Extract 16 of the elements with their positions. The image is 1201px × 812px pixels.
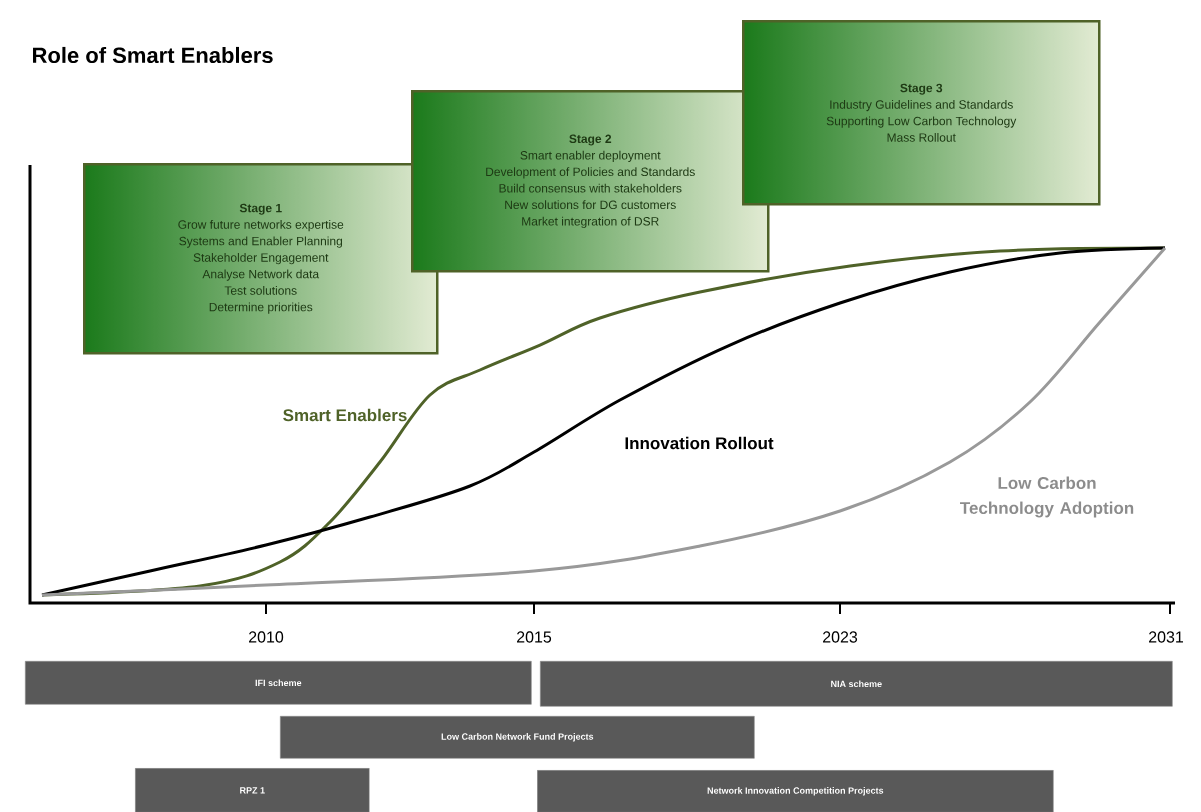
stage-box: Stage 2 Smart enabler deployment Development of Policies and Standards Build consensus with stakeholders New solutions for DG customers Market integration of DSR	[411, 90, 770, 273]
timeline-bar: RPZ 1	[135, 768, 370, 812]
timeline-bar: IFI scheme	[25, 661, 532, 705]
tick-label: 2023	[823, 631, 858, 643]
tick-label: 2010	[249, 631, 284, 643]
title: Role of Smart Enablers	[33, 46, 273, 64]
curve-label: Low Carbon Technology Adoption	[960, 476, 1134, 518]
curve-label: Smart Enablers	[283, 408, 407, 422]
curve-label: Innovation Rollout	[625, 436, 774, 450]
tick-label: 2015	[517, 631, 552, 643]
tick-label: 2031	[1149, 631, 1183, 643]
stage-box: Stage 1 Grow future networks expertise Systems and Enabler Planning Stakeholder Engagement Analyse Network data Test solutions Determine priorities	[83, 163, 439, 355]
stage-box: Stage 3 Industry Guidelines and Standards Supporting Low Carbon Technology Mass Rollout	[742, 20, 1101, 206]
timeline-bar: NIA scheme	[540, 661, 1173, 707]
timeline-bar: Low Carbon Network Fund Projects	[280, 716, 755, 759]
timeline-bar: Network Innovation Competition Projects	[537, 770, 1054, 812]
